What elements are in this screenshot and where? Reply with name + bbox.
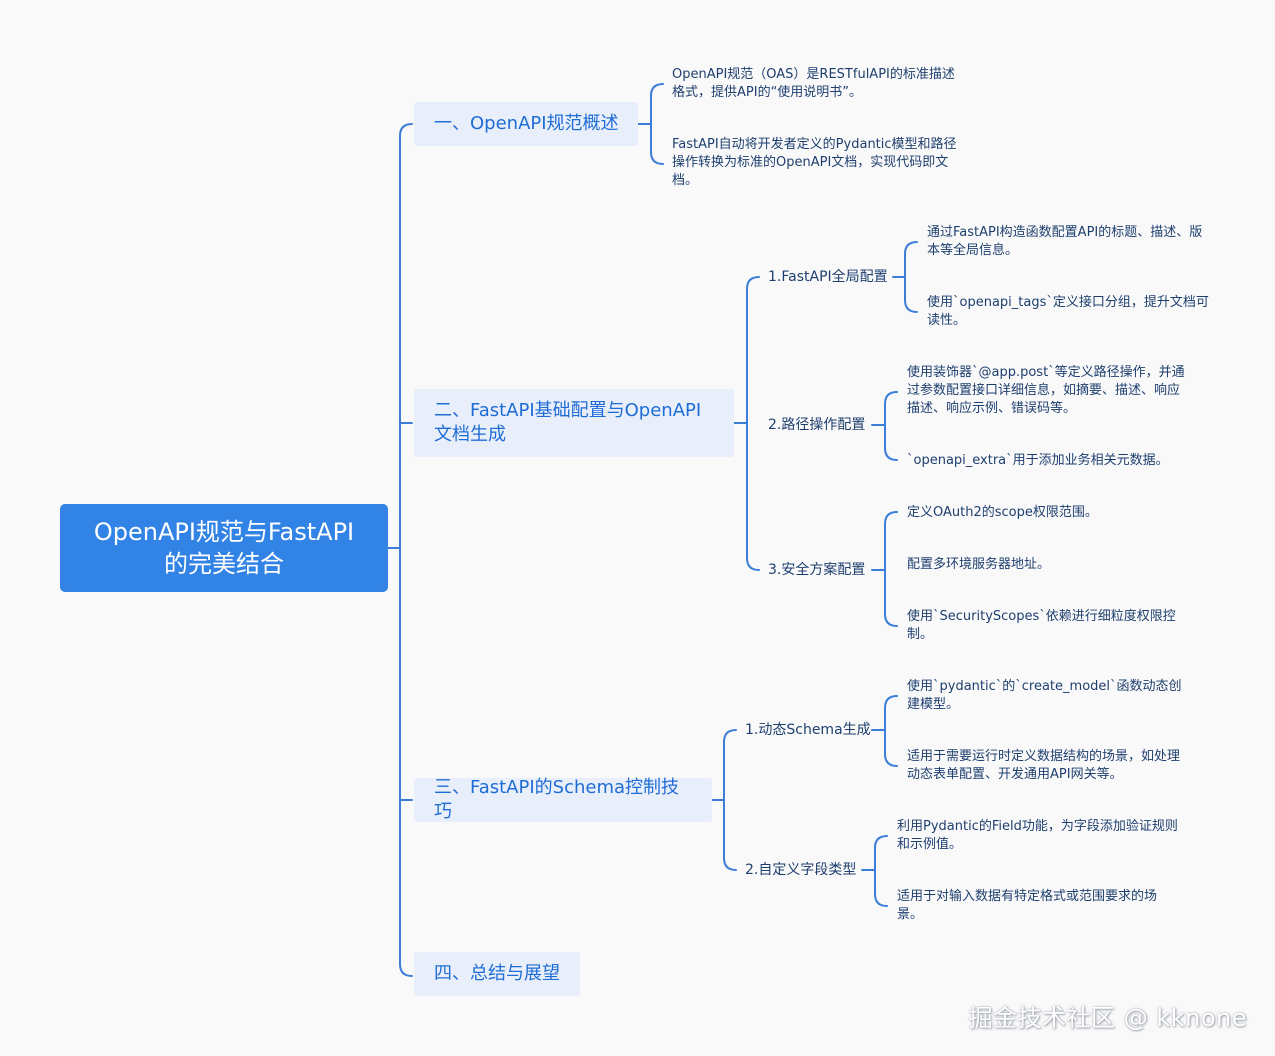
branch-title: 三、FastAPI的Schema控制技巧 bbox=[434, 777, 680, 822]
branch-title: 二、FastAPI基础配置与OpenAPI文档生成 bbox=[434, 400, 702, 445]
sub-custom-field-types[interactable]: 2.自定义字段类型 bbox=[745, 862, 857, 878]
sub-path-operation-config[interactable]: 2.路径操作配置 bbox=[768, 417, 866, 433]
note-format-requirements[interactable]: 适用于对输入数据有特定格式或范围要求的场景。 bbox=[897, 889, 1158, 922]
sub-global-config[interactable]: 1.FastAPI全局配置 bbox=[768, 269, 888, 285]
watermark: 掘金技术社区 @ kknone bbox=[968, 1004, 1247, 1032]
branch-title: 一、OpenAPI规范概述 bbox=[434, 113, 619, 134]
note-pydantic-field[interactable]: 利用Pydantic的Field功能，为字段添加验证规则和示例值。 bbox=[897, 819, 1178, 852]
note-openapi-extra[interactable]: `openapi_extra`用于添加业务相关元数据。 bbox=[907, 453, 1169, 468]
root-title: OpenAPI规范与FastAPI的完美结合 bbox=[93, 518, 355, 578]
note-runtime-structures[interactable]: 适用于需要运行时定义数据结构的场景，如处理动态表单配置、开发通用API网关等。 bbox=[907, 749, 1181, 782]
branch-summary-outlook[interactable]: 四、总结与展望 bbox=[414, 952, 580, 996]
sub-security-config[interactable]: 3.安全方案配置 bbox=[768, 562, 866, 578]
note-oas-definition[interactable]: OpenAPI规范（OAS）是RESTfulAPI的标准描述格式，提供API的“… bbox=[672, 67, 955, 100]
branch-basic-config[interactable]: 二、FastAPI基础配置与OpenAPI文档生成 bbox=[414, 389, 734, 457]
branch-title: 四、总结与展望 bbox=[434, 963, 560, 984]
note-oauth2-scope[interactable]: 定义OAuth2的scope权限范围。 bbox=[907, 505, 1098, 520]
branch-openapi-overview[interactable]: 一、OpenAPI规范概述 bbox=[414, 102, 638, 146]
note-path-decorators[interactable]: 使用装饰器`@app.post`等定义路径操作，并通过参数配置接口详细信息，如摘… bbox=[907, 365, 1185, 416]
branch-schema-control[interactable]: 三、FastAPI的Schema控制技巧 bbox=[414, 777, 712, 822]
note-openapi-tags[interactable]: 使用`openapi_tags`定义接口分组，提升文档可读性。 bbox=[927, 295, 1209, 328]
sub-dynamic-schema[interactable]: 1.动态Schema生成 bbox=[745, 722, 871, 738]
note-code-as-docs[interactable]: FastAPI自动将开发者定义的Pydantic模型和路径操作转换为标准的Ope… bbox=[672, 137, 957, 188]
note-multi-env-servers[interactable]: 配置多环境服务器地址。 bbox=[907, 557, 1051, 572]
root-topic[interactable]: OpenAPI规范与FastAPI的完美结合 bbox=[60, 504, 388, 592]
note-security-scopes[interactable]: 使用`SecurityScopes`依赖进行细粒度权限控制。 bbox=[907, 609, 1176, 642]
note-global-info[interactable]: 通过FastAPI构造函数配置API的标题、描述、版本等全局信息。 bbox=[927, 225, 1203, 258]
note-create-model[interactable]: 使用`pydantic`的`create_model`函数动态创建模型。 bbox=[907, 679, 1182, 712]
